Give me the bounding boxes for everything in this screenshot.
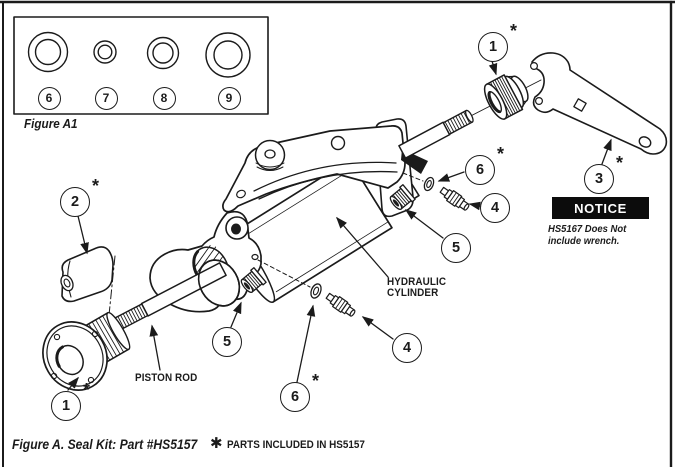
callout-5-port-left: 5 — [212, 327, 242, 357]
seal-ring-number-8: 8 — [152, 86, 176, 110]
piston-rod-label-text: PISTON ROD — [135, 372, 198, 384]
ring-label: 9 — [225, 91, 233, 105]
ring-label: 6 — [45, 91, 53, 105]
clevis-collar-rim — [197, 259, 241, 307]
mounting-bracket — [222, 125, 406, 213]
dashed-line-bottom — [257, 259, 311, 288]
hydraulic-cylinder-label: HYDRAULIC CYLINDER — [387, 277, 453, 299]
ring-label: 7 — [102, 91, 110, 105]
included-star: * — [509, 21, 517, 41]
callout-1-gland-bottom: 1 * — [51, 381, 90, 421]
figure-a-caption-text: Figure A. Seal Kit: Part #HS5157 — [12, 437, 198, 452]
callout-number: 5 — [451, 239, 461, 256]
notice-banner: NOTICE — [552, 197, 649, 219]
figure-a-caption: Figure A. Seal Kit: Part #HS5157 — [12, 438, 218, 452]
spanner-wrench — [529, 52, 668, 155]
seal-ring-number-6: 6 — [37, 86, 61, 110]
callout-3-wrench: 3 * — [584, 154, 623, 194]
seal-ring-number-9: 9 — [217, 86, 241, 110]
callout-number: 4 — [490, 199, 500, 216]
callout-6-washer-bottom: 6 * — [280, 372, 319, 412]
port-nipple-left — [240, 267, 267, 294]
callout-number: 4 — [402, 339, 412, 356]
seal-ring-number-7: 7 — [94, 86, 118, 110]
callout-number: 5 — [222, 333, 232, 350]
callout-4-bleed-bottom: 4 — [392, 333, 422, 363]
dashed-line-right — [402, 172, 424, 182]
washer-bottom-drawing — [310, 283, 322, 299]
callout-number: 1 — [61, 397, 71, 414]
figure-a1-caption: Figure A1 — [24, 117, 83, 130]
leader-lines — [67, 60, 612, 391]
included-star: * — [91, 176, 99, 196]
callout-number: 3 — [594, 170, 604, 187]
callout-number: 2 — [70, 193, 80, 210]
heavy-asterisk-icon: ✱ — [210, 435, 223, 452]
callout-2-cone-seal: 2 * — [60, 177, 99, 217]
notice-line2: include wrench. — [548, 234, 620, 247]
included-star: * — [311, 371, 319, 391]
callout-number: 6 — [475, 161, 485, 178]
callout-5-port-right: 5 — [441, 233, 471, 263]
gland-bottom-drawing — [42, 311, 131, 391]
figure-a1-caption-text: Figure A1 — [24, 116, 78, 131]
bleed-fitting-right — [439, 186, 470, 211]
included-star: * — [82, 380, 90, 400]
included-star: * — [496, 144, 504, 164]
piston-rod-label: PISTON ROD — [135, 373, 204, 384]
ring-label: 8 — [160, 91, 168, 105]
callout-1-gland-top: 1 * — [478, 22, 517, 62]
washer-right-drawing — [423, 176, 435, 192]
callout-number: 6 — [290, 388, 300, 405]
hydraulic-cylinder-label-line1: HYDRAULIC — [387, 276, 447, 288]
figure-a1-box — [13, 16, 269, 115]
parts-included-note: ✱ PARTS INCLUDED IN HS5157 — [210, 436, 380, 453]
included-star: * — [615, 153, 623, 173]
callout-4-bleed-right: 4 — [480, 193, 510, 223]
callout-6-washer-right: 6 * — [465, 145, 504, 185]
alignment-centerline — [106, 255, 116, 336]
port-nipple-right — [389, 184, 416, 211]
cone-seal-drawing — [60, 246, 114, 303]
notice-line1: HS5167 Does Not — [548, 223, 627, 235]
gland-top-drawing — [483, 74, 529, 120]
piston-rod-upper — [398, 109, 474, 159]
notice-title: NOTICE — [574, 200, 627, 216]
hydraulic-cylinder-label-line2: CYLINDER — [387, 287, 439, 299]
callout-number: 1 — [488, 38, 498, 55]
parts-included-text: PARTS INCLUDED IN HS5157 — [226, 439, 365, 451]
bleed-fitting-bottom — [325, 292, 356, 317]
notice-body: HS5167 Does Not include wrench. — [548, 223, 635, 247]
